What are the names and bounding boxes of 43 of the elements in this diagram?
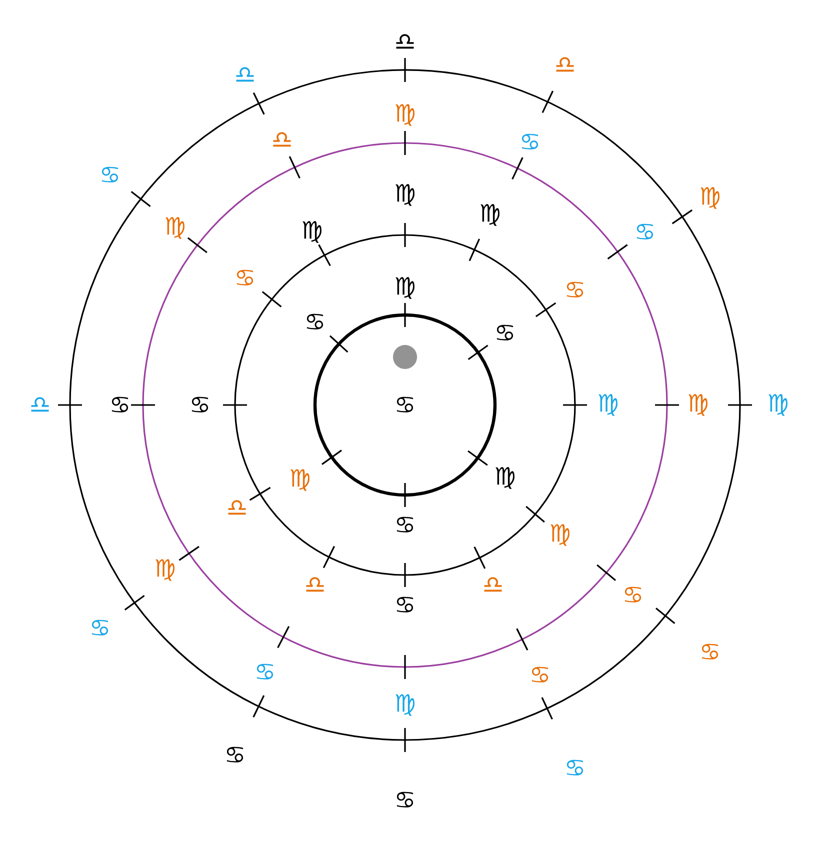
zodiac-sign: ♍ <box>700 187 720 209</box>
zodiac-sign: ♎ <box>396 34 414 49</box>
zodiac-sign: ♋ <box>306 314 324 330</box>
zodiac-sign: ♋ <box>102 166 118 182</box>
zodiac-sign: ♋ <box>624 586 642 602</box>
zodiac-sign: ♎ <box>484 577 502 592</box>
zodiac-sign: ♋ <box>112 396 128 412</box>
zodiac-sign: ♋ <box>566 282 584 298</box>
zodiac-sign: ♍ <box>166 217 184 239</box>
zodiac-sign: ♋ <box>396 516 414 532</box>
zodiac-sign: ♎ <box>273 132 291 147</box>
zodiac-sign: ♋ <box>256 664 274 680</box>
zodiac-sign: ♍ <box>290 469 310 491</box>
zodiac-sign: ♍ <box>480 204 500 226</box>
zodiac-sign: ♋ <box>522 134 538 150</box>
zodiac-sign: ♍ <box>396 104 414 126</box>
zodiac-sign: ♋ <box>396 792 414 808</box>
zodiac-sign: ♍ <box>768 394 788 416</box>
zodiac-sign: ♋ <box>396 596 414 612</box>
zodiac-sign: ♍ <box>302 221 322 243</box>
zodiac-sign: ♋ <box>636 224 654 240</box>
zodiac-sign: ♍ <box>396 277 414 299</box>
zodiac-sign: ♋ <box>236 270 254 286</box>
zodiac-sign: ♍ <box>496 467 514 489</box>
zodiac-sign: ♎ <box>31 397 49 412</box>
zodiac-sign: ♋ <box>496 324 514 340</box>
zodiac-sign: ♋ <box>192 396 208 412</box>
zodiac-sign: ♋ <box>566 760 584 776</box>
zodiac-sign: ♋ <box>92 620 108 636</box>
zodiac-sign: ♋ <box>226 746 244 762</box>
zodiac-sign: ♎ <box>306 577 324 592</box>
zodiac-sign: ♍ <box>598 394 618 416</box>
zodiac-sign: ♍ <box>396 184 414 206</box>
zodiac-sign: ♍ <box>550 524 570 546</box>
zodiac-sign: ♋ <box>396 396 414 412</box>
zodiac-sign: ♍ <box>396 694 414 716</box>
zodiac-sign: ♍ <box>156 559 174 581</box>
zodiac-sign: ♍ <box>688 394 708 416</box>
zodiac-sign: ♋ <box>532 666 548 682</box>
zodiac-sign: ♋ <box>702 644 718 660</box>
zodiac-sign: ♎ <box>556 57 574 72</box>
zodiac-sign: ♎ <box>228 500 246 515</box>
zodiac-sign: ♎ <box>236 67 254 82</box>
